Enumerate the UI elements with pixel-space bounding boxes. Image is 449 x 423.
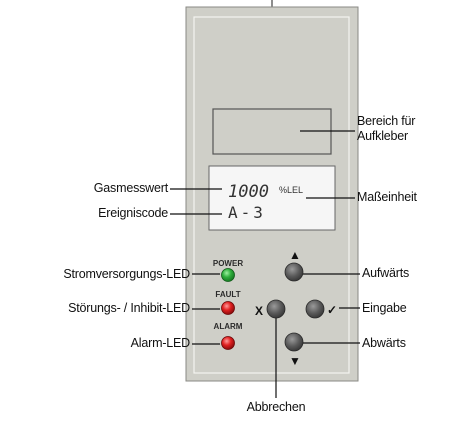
callout-enter: Eingabe xyxy=(362,301,407,315)
power-led xyxy=(221,268,235,282)
cancel-x-icon: X xyxy=(255,304,263,318)
checkmark-icon: ✓ xyxy=(327,303,337,317)
leader-lines xyxy=(170,130,360,398)
callout-down: Abwärts xyxy=(362,336,406,350)
fault-led xyxy=(221,301,235,315)
callout-event-code: Ereigniscode xyxy=(98,206,168,220)
callout-up: Aufwärts xyxy=(362,266,410,280)
led-label-power: POWER xyxy=(213,259,243,268)
callout-alarm-led: Alarm-LED xyxy=(130,336,191,350)
callout-power-led: Stromversorgungs-LED xyxy=(63,267,190,281)
lcd-unit: %LEL xyxy=(279,185,303,195)
callout-unit: Maßeinheit xyxy=(357,190,417,204)
enter-button[interactable] xyxy=(305,299,325,319)
callout-gas-reading: Gasmesswert xyxy=(93,181,168,195)
led-label-fault: FAULT xyxy=(215,290,240,299)
panel-bevel xyxy=(193,16,350,374)
callout-sticker-area-line2: Aufkleber xyxy=(357,129,409,143)
up-arrow-icon: ▲ xyxy=(289,248,301,262)
lcd-event-code: A-3 xyxy=(228,203,266,222)
callout-fault-led: Störungs- / Inhibit-LED xyxy=(68,301,190,315)
alarm-led xyxy=(221,336,235,350)
callout-sticker-area: Bereich für Aufkleber xyxy=(357,114,415,144)
led-label-alarm: ALARM xyxy=(214,322,243,331)
callout-cancel: Abbrechen xyxy=(246,400,306,414)
down-arrow-icon: ▼ xyxy=(289,354,301,368)
lcd-reading: 1000 xyxy=(228,182,269,202)
down-button[interactable] xyxy=(284,332,304,352)
cancel-button[interactable] xyxy=(266,299,286,319)
callout-sticker-area-line1: Bereich für xyxy=(357,114,416,128)
up-button[interactable] xyxy=(284,262,304,282)
